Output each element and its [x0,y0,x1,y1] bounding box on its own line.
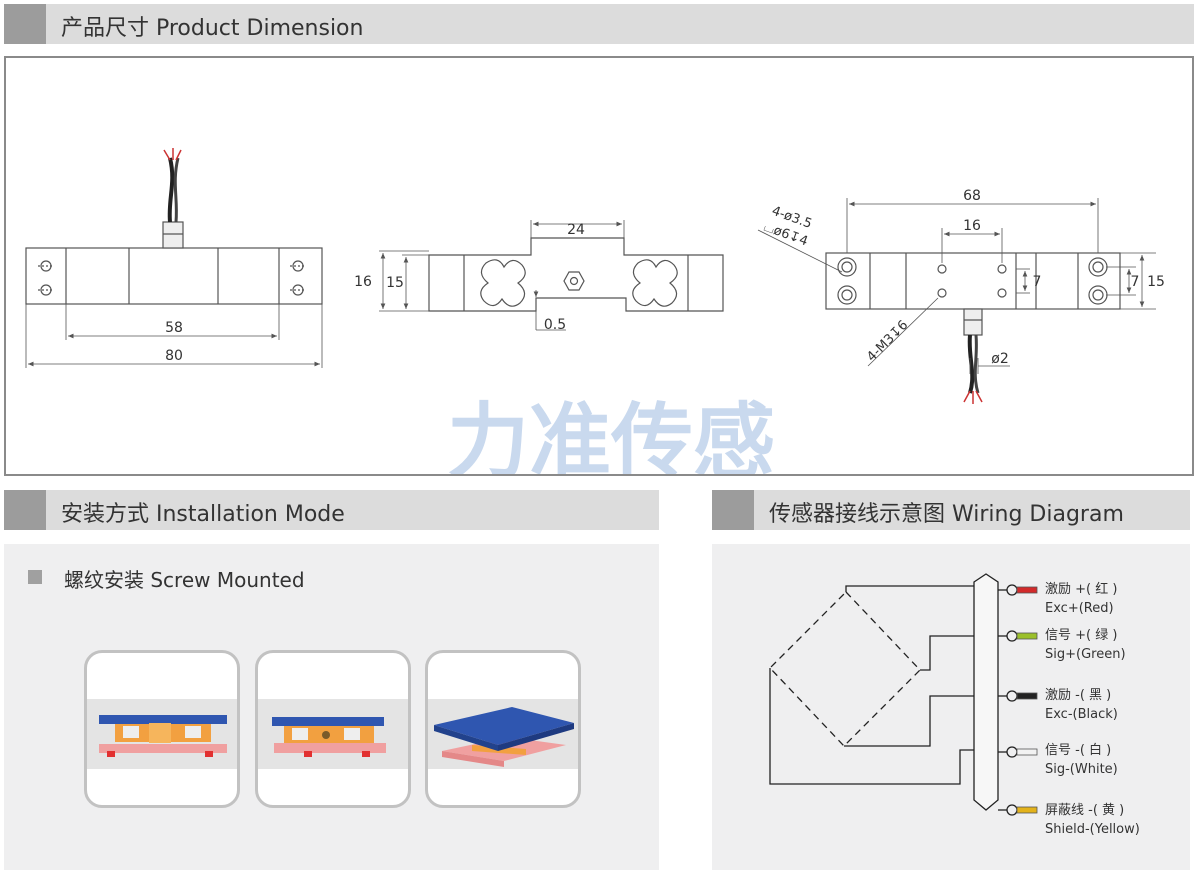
dim-15-top: 15 [1147,274,1165,290]
dim-24: 24 [567,222,585,238]
wire-label-exc-neg: 激励 -( 黑 ) Exc-(Black) [1045,686,1118,724]
wire-label-sig-pos: 信号 +( 绿 ) Sig+(Green) [1045,626,1126,664]
install-photo-front [84,650,240,808]
dim-7-inner: 7 [1033,274,1042,290]
section-header-installation: 安装方式 Installation Mode [4,490,659,530]
dim-80: 80 [165,348,183,364]
wire-label-en: Shield-(Yellow) [1045,822,1140,837]
wire-label-cn: 屏蔽线 -( 黄 ) [1045,803,1125,818]
dim-15-side: 15 [386,275,404,291]
side-view [379,220,724,331]
dimension-drawings: 力准传感 58 [25,148,1165,490]
dim-7-end: 7 [1131,274,1140,290]
header-tab-marker [4,490,46,530]
wire-label-cn: 激励 +( 红 ) [1045,582,1118,597]
install-method-label: 螺纹安装 Screw Mounted [64,568,305,592]
wire-label-en: Sig-(White) [1045,762,1118,777]
wire-label-en: Sig+(Green) [1045,647,1126,662]
watermark-text: 力准传感 [447,395,775,474]
wiring-panel: 激励 +( 红 ) Exc+(Red) 信号 +( 绿 ) Sig+(Green… [712,544,1190,870]
front-view [25,148,323,368]
section-title-installation: 安装方式 Installation Mode [61,502,345,527]
header-tab-marker [4,4,46,44]
dimension-panel: 力准传感 58 [4,56,1194,490]
wiring-schematic [769,573,1038,816]
install-illustration-3d [428,699,578,769]
bullet-square [28,570,42,584]
wire-label-exc-pos: 激励 +( 红 ) Exc+(Red) [1045,580,1117,618]
section-header-dimension: 产品尺寸 Product Dimension [4,4,1194,44]
installation-panel: 螺纹安装 Screw Mounted [4,544,659,870]
thread-spec: 4-M3↧6 [864,318,911,365]
section-header-wiring: 传感器接线示意图 Wiring Diagram [712,490,1190,530]
wire-label-en: Exc-(Black) [1045,707,1118,722]
wire-label-cn: 激励 -( 黑 ) [1045,688,1112,703]
wire-label-sig-neg: 信号 -( 白 ) Sig-(White) [1045,741,1118,779]
dim-16-top: 16 [963,218,981,234]
wire-label-cn: 信号 -( 白 ) [1045,743,1112,758]
dim-68: 68 [963,188,981,204]
section-title-wiring: 传感器接线示意图 Wiring Diagram [769,502,1124,527]
dim-16-side: 16 [354,274,372,290]
install-illustration-side [258,699,408,769]
header-tab-marker [712,490,754,530]
section-title-dimension: 产品尺寸 Product Dimension [61,16,364,41]
wire-label-shield: 屏蔽线 -( 黄 ) Shield-(Yellow) [1045,801,1140,839]
top-view [757,198,1156,404]
wire-label-cn: 信号 +( 绿 ) [1045,628,1118,643]
dim-cable-dia: ø2 [991,351,1008,367]
install-illustration-front [87,699,237,769]
install-photo-side [255,650,411,808]
dim-58: 58 [165,320,183,336]
install-photo-3d [425,650,581,808]
wire-label-en: Exc+(Red) [1045,601,1114,616]
dim-0-5: 0.5 [544,317,566,333]
